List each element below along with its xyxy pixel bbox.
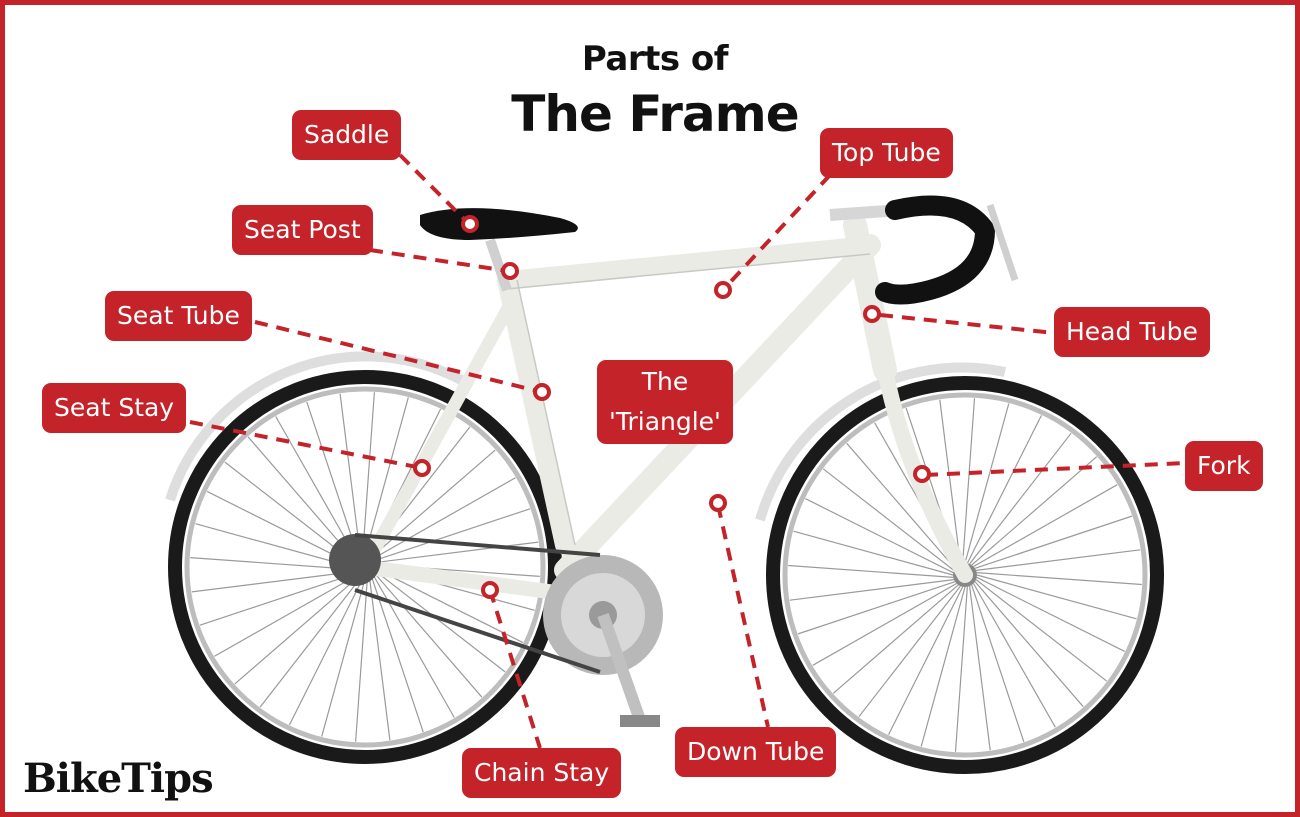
- spoke: [797, 581, 956, 635]
- spoke: [368, 578, 391, 741]
- spoke: [976, 549, 1141, 572]
- label-seat-tube: Seat Tube: [105, 291, 252, 341]
- spoke: [964, 403, 1010, 564]
- spoke: [975, 579, 1108, 682]
- spoke: [788, 564, 954, 578]
- spoke: [973, 484, 1118, 568]
- head-tube-shape: [843, 213, 897, 382]
- label-down-tube: Down Tube: [675, 727, 837, 777]
- spoke: [954, 586, 968, 752]
- spoke: [968, 586, 991, 751]
- saddle-shape: [420, 208, 578, 240]
- spoke: [976, 572, 1142, 586]
- spoke: [805, 498, 954, 574]
- spoke: [888, 586, 964, 735]
- spoke: [306, 401, 359, 558]
- rear-fender: [165, 351, 473, 502]
- spoke: [199, 573, 356, 626]
- title-line-2: The Frame: [511, 85, 799, 143]
- spoke: [974, 515, 1133, 569]
- spoke: [976, 576, 1125, 652]
- spoke: [832, 584, 959, 694]
- spoke: [372, 575, 455, 718]
- spoke: [974, 581, 1084, 708]
- seat-tube-shape: [497, 270, 575, 555]
- spoke: [234, 576, 359, 685]
- spoke: [793, 530, 954, 576]
- spoke: [962, 398, 976, 564]
- spoke: [191, 570, 354, 593]
- spoke: [920, 586, 966, 747]
- spoke: [288, 578, 364, 726]
- spoke: [362, 392, 375, 556]
- spoke: [321, 578, 366, 737]
- front-fender: [755, 362, 1007, 522]
- spoke: [339, 393, 362, 556]
- spoke: [259, 577, 361, 708]
- spoke: [364, 397, 409, 556]
- spoke: [822, 468, 955, 571]
- label-triangle: The 'Triangle': [597, 360, 733, 444]
- spoke: [355, 578, 368, 742]
- spoke: [247, 436, 356, 561]
- spoke: [939, 399, 962, 564]
- brand-logo: BikeTips: [23, 755, 214, 802]
- spoke: [971, 456, 1098, 566]
- label-chain-stay: Chain Stay: [462, 748, 622, 798]
- spoke: [206, 490, 354, 566]
- label-fork: Fork: [1185, 441, 1263, 491]
- spoke: [789, 578, 954, 601]
- spoke: [374, 508, 531, 561]
- spoke: [976, 574, 1137, 620]
- chain-stay-shape: [357, 559, 583, 603]
- seat-stay-shape: [358, 303, 514, 574]
- label-seat-post: Seat Post: [232, 205, 373, 255]
- label-triangle-line1: The: [641, 367, 689, 396]
- spoke: [858, 585, 961, 718]
- spoke: [971, 584, 1025, 743]
- spoke: [195, 523, 354, 568]
- spoke: [375, 571, 506, 673]
- spoke: [190, 557, 354, 570]
- spoke: [376, 541, 539, 564]
- spoke: [224, 461, 355, 563]
- handlebar-shape: [875, 195, 996, 305]
- spoke: [966, 415, 1042, 564]
- front-wheel: [766, 376, 1164, 774]
- leader-lines: [189, 153, 1186, 749]
- label-seat-stay: Seat Stay: [42, 383, 187, 433]
- label-saddle: Saddle: [292, 110, 402, 160]
- spoke: [373, 477, 516, 560]
- spoke: [812, 582, 957, 666]
- spoke: [376, 568, 524, 644]
- label-top-tube: Top Tube: [820, 128, 953, 178]
- spoke: [374, 573, 483, 698]
- title-line-1: Parts of: [581, 39, 729, 79]
- spoke: [214, 574, 357, 657]
- spoke: [846, 442, 956, 569]
- spoke: [972, 583, 1056, 728]
- leader-dots: [413, 215, 931, 599]
- spoke: [371, 576, 424, 733]
- top-tube-shape: [498, 236, 879, 289]
- spoke: [969, 432, 1072, 565]
- label-head-tube: Head Tube: [1054, 307, 1210, 357]
- label-triangle-line2: 'Triangle': [609, 407, 721, 436]
